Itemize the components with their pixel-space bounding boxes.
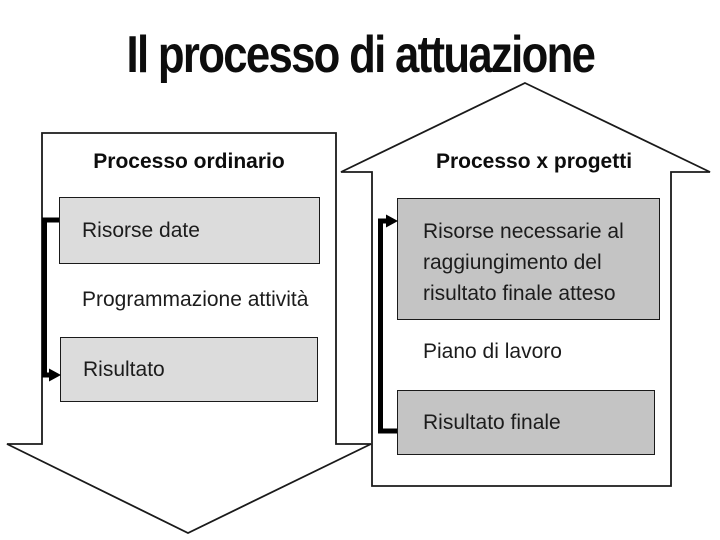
step-box-risorse-necessarie: Risorse necessarie al raggiungimento del… <box>397 198 660 320</box>
step-label-risorse-necessarie: Risorse necessarie al raggiungimento del… <box>423 219 624 305</box>
right-column-header: Processo x progetti <box>435 150 633 173</box>
left-column-header: Processo ordinario <box>93 150 285 173</box>
step-label-risultato-finale: Risultato finale <box>423 410 561 434</box>
step-label-piano-di-lavoro: Piano di lavoro <box>423 340 562 363</box>
step-label-risorse-date: Risorse date <box>82 218 200 242</box>
page-title: Il processo di attuazione <box>0 28 720 82</box>
step-box-risorse-date: Risorse date <box>59 197 320 264</box>
step-label-programmazione-attivita: Programmazione attività <box>82 288 309 311</box>
step-label-risultato: Risultato <box>83 357 165 381</box>
step-box-risultato-finale: Risultato finale <box>397 390 655 455</box>
page-title-text: Il processo di attuazione <box>126 26 595 84</box>
step-box-risultato: Risultato <box>60 337 318 402</box>
